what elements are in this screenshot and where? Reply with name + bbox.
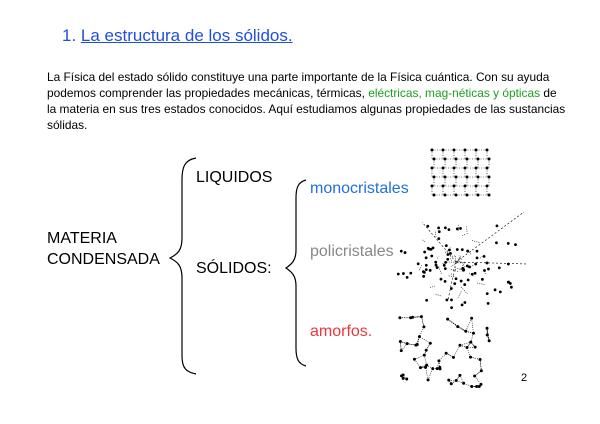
root-label: MATERIA CONDENSADA [47, 228, 160, 270]
large-brace [168, 157, 197, 375]
section-title-link[interactable]: La estructura de los sólidos. [80, 26, 293, 45]
small-brace [284, 179, 307, 367]
intro-paragraph: La Física del estado sólido constituye u… [47, 69, 567, 133]
liquid-label: LIQUIDOS [196, 169, 273, 186]
polycrystal-label: policristales [310, 243, 394, 260]
section-number: 1. [62, 26, 77, 45]
section-title[interactable]: 1. La estructura de los sólidos. [62, 26, 293, 46]
amorphous-label: amorfos. [310, 323, 373, 340]
polycrystal-illustration [396, 211, 529, 310]
paragraph-text-2: de la materia en sus tres estados conoci… [47, 86, 566, 132]
monocrystal-label: monocristales [310, 180, 409, 197]
paragraph-highlight: eléctricas, mag-néticas y ópticas [368, 86, 541, 100]
paragraph-text-1: La Física del estado sólido constituye u… [47, 70, 550, 100]
page-number: 2 [521, 372, 528, 384]
root-label-line1: MATERIA [47, 230, 117, 247]
amorphous-network-illustration [398, 315, 491, 389]
solid-label: SÓLIDOS: [196, 260, 272, 277]
monocrystal-lattice-illustration [430, 148, 491, 197]
root-label-line2: CONDENSADA [47, 251, 160, 268]
